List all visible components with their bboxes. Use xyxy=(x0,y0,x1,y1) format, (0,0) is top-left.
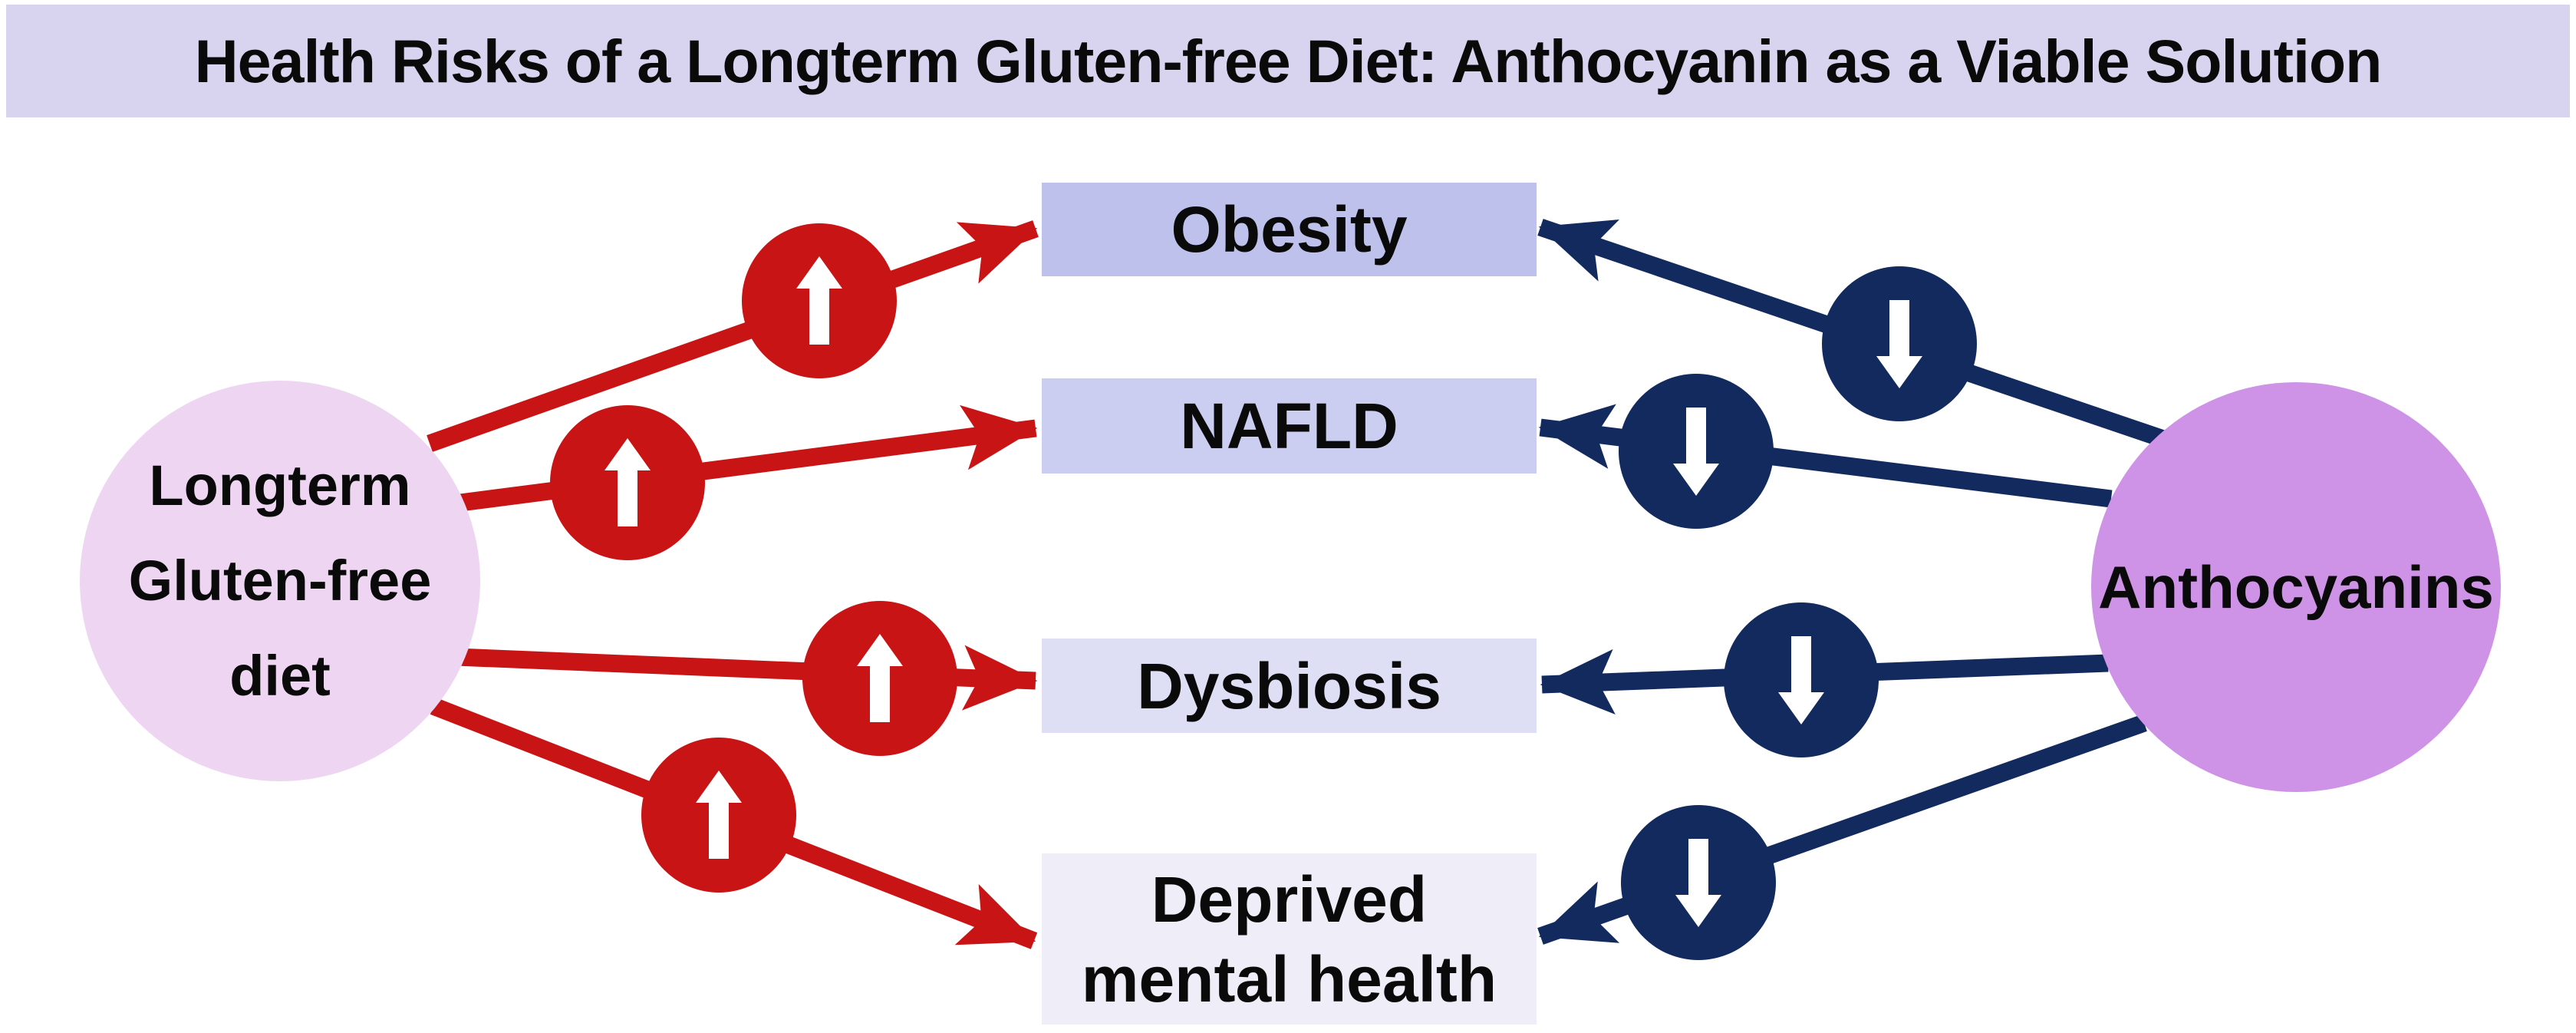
increase-badge-mental-health xyxy=(641,738,796,893)
decrease-badge-dysbiosis xyxy=(1724,602,1879,757)
risk-box-dysbiosis: Dysbiosis xyxy=(1042,639,1537,733)
cause-node-label: Longterm Gluten-free diet xyxy=(128,454,432,708)
risk-box-nafld: NAFLD xyxy=(1042,378,1537,474)
up-arrow-icon xyxy=(796,256,842,345)
down-arrow-icon xyxy=(1876,300,1922,388)
up-arrow-icon xyxy=(857,634,903,722)
increase-badges xyxy=(550,223,957,893)
risk-label: Dysbiosis xyxy=(1137,649,1441,722)
solution-node-label: Anthocyanins xyxy=(2098,553,2494,621)
cause-node-longterm-gluten-free-diet: Longterm Gluten-free diet xyxy=(80,381,480,781)
risk-box-deprived-mental-health: Deprived mental health xyxy=(1042,853,1537,1025)
diet-to-nafld-arrow xyxy=(459,404,1038,512)
decrease-badge-mental-health xyxy=(1621,805,1776,960)
diet-to-obesity-arrow xyxy=(427,220,1039,452)
title-banner: Health Risks of a Longterm Gluten-free D… xyxy=(6,5,2570,117)
increase-badge-obesity xyxy=(742,223,897,378)
decrease-badges xyxy=(1619,266,1977,960)
risk-label: Deprived mental health xyxy=(1081,863,1497,1015)
solution-node-anthocyanins: Anthocyanins xyxy=(2091,382,2501,792)
risk-box-obesity: Obesity xyxy=(1042,183,1537,276)
decrease-badge-obesity xyxy=(1822,266,1977,421)
down-arrow-icon xyxy=(1675,839,1721,927)
page-title: Health Risks of a Longterm Gluten-free D… xyxy=(194,26,2383,95)
down-arrow-icon xyxy=(1673,408,1719,496)
decrease-badge-nafld xyxy=(1619,374,1774,529)
up-arrow-icon xyxy=(696,771,742,859)
risk-label: NAFLD xyxy=(1180,390,1398,462)
increase-badge-dysbiosis xyxy=(802,601,957,756)
increase-badge-nafld xyxy=(550,405,705,560)
up-arrow-icon xyxy=(604,438,651,526)
risk-label: Obesity xyxy=(1171,193,1408,266)
down-arrow-icon xyxy=(1778,636,1824,724)
